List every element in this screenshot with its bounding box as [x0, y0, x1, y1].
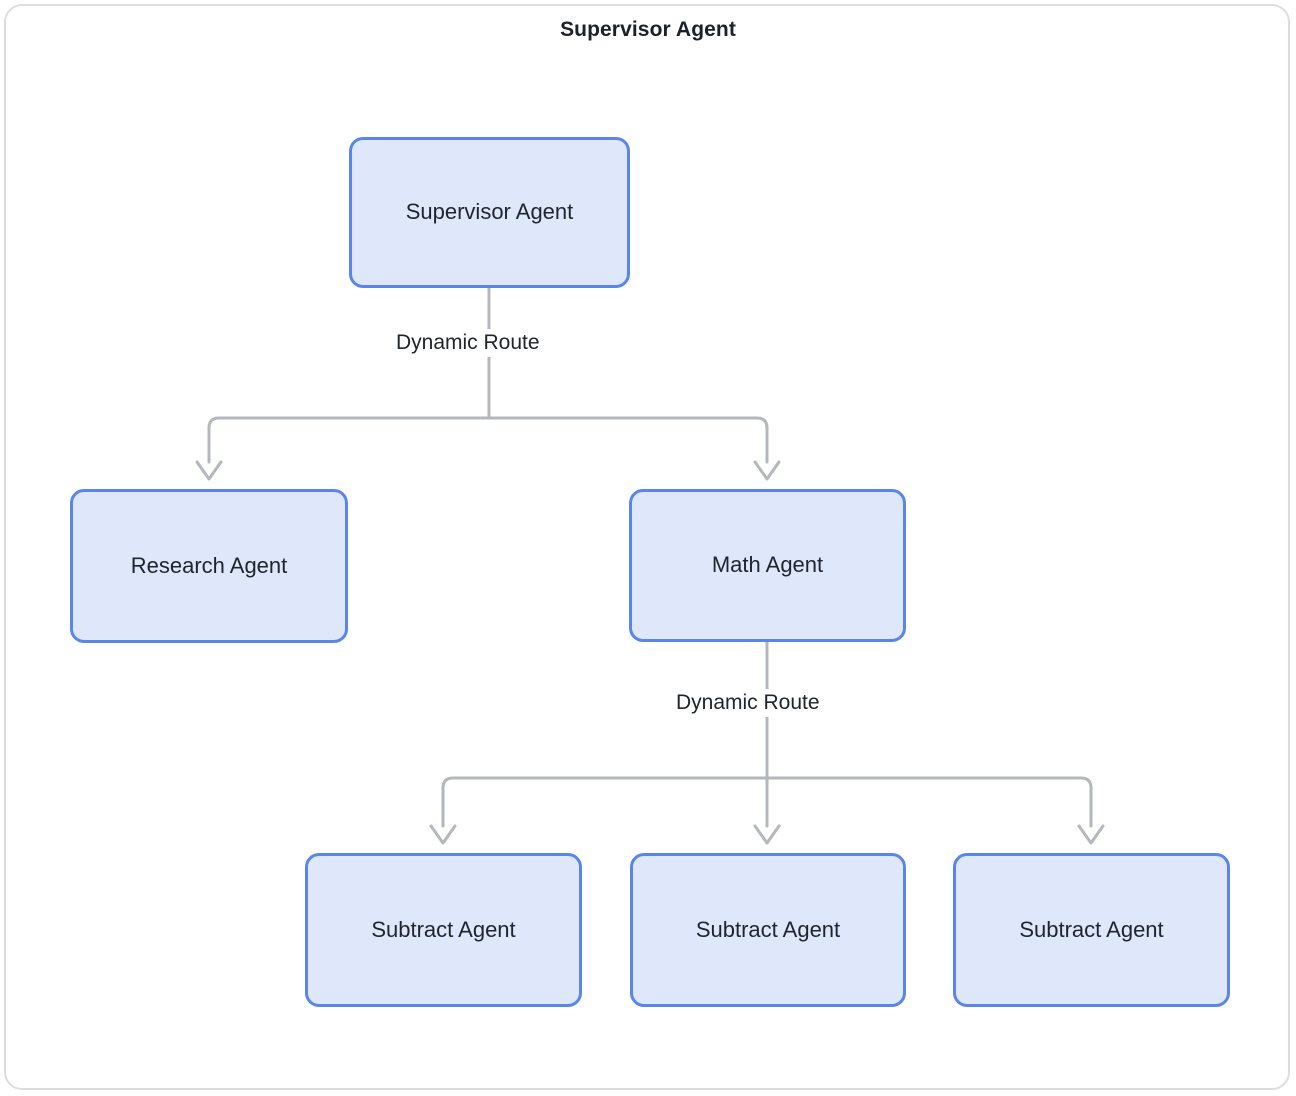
node-label-subtract-agent-1: Subtract Agent	[371, 916, 516, 942]
node-label-subtract-agent-2: Subtract Agent	[695, 916, 841, 942]
node-label-subtract-agent-3: Subtract Agent	[1019, 916, 1164, 942]
edge-label-dynamic-route-math: Dynamic Route	[669, 689, 827, 717]
node-subtract-agent-2[interactable]: Subtract Agent	[630, 853, 906, 1007]
node-research-agent[interactable]: Research Agent	[70, 489, 348, 643]
node-supervisor-agent[interactable]: Supervisor Agent	[349, 137, 630, 288]
node-label-supervisor-agent: Supervisor Agent	[405, 199, 574, 225]
node-label-math-agent: Math Agent	[711, 552, 824, 578]
node-label-research-agent: Research Agent	[130, 552, 288, 578]
edge-label-dynamic-route-top: Dynamic Route	[389, 329, 547, 357]
node-math-agent[interactable]: Math Agent	[629, 489, 906, 642]
node-subtract-agent-3[interactable]: Subtract Agent	[953, 853, 1230, 1007]
diagram-title: Supervisor Agent	[560, 18, 736, 41]
node-subtract-agent-1[interactable]: Subtract Agent	[305, 853, 582, 1007]
